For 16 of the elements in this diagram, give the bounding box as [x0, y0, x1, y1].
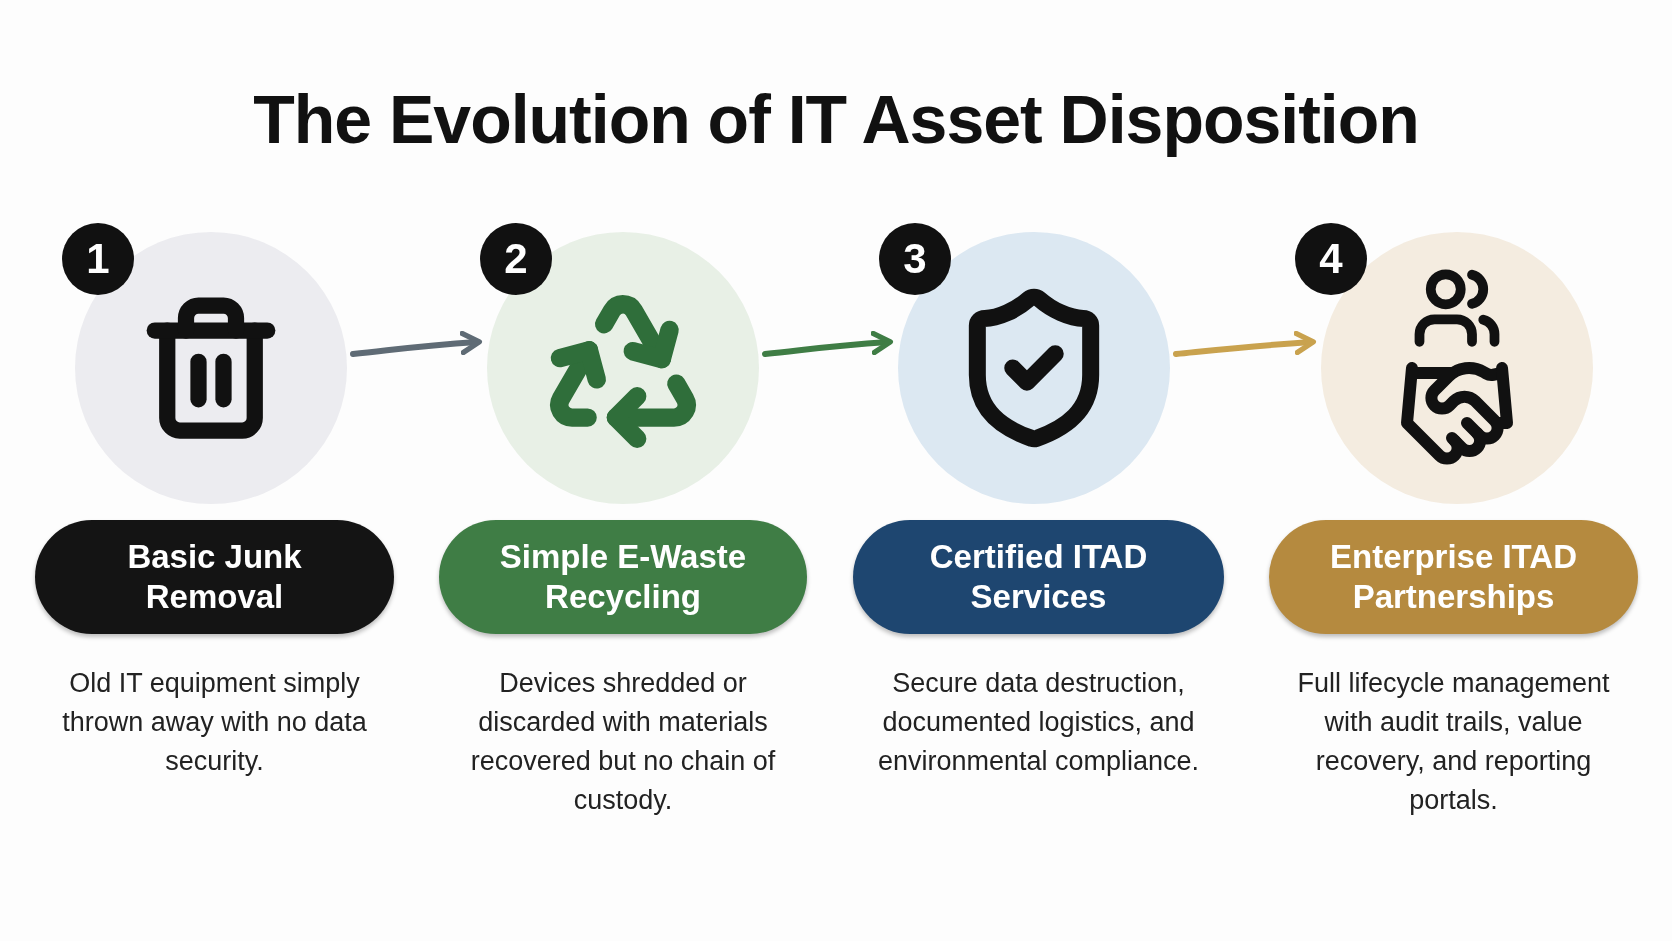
step-number: 3 [879, 223, 951, 295]
step-description: Secure data destruction, documented logistics, and environmental compliance. [876, 667, 1201, 779]
step-pill: Simple E-Waste Recycling [439, 520, 807, 634]
step-number: 2 [480, 223, 552, 295]
step-pill: Certified ITAD Services [853, 520, 1224, 634]
step-description: Old IT equipment simply thrown away with no data security. [61, 667, 368, 779]
step-pill: Basic Junk Removal [35, 520, 394, 634]
arrow [350, 330, 483, 357]
step-pill: Enterprise ITAD Partnerships [1269, 520, 1638, 634]
arrow [1173, 330, 1317, 357]
step-description: Devices shredded or discarded with materials recovered but no chain of custody. [469, 667, 777, 818]
title: The Evolution of IT Asset Disposition [253, 80, 1419, 158]
step-number: 1 [62, 223, 134, 295]
step-number: 4 [1295, 223, 1367, 295]
step-description: Full lifecycle management with audit trails, value recovery, and reporting portals. [1296, 667, 1611, 818]
arrow [762, 330, 894, 357]
